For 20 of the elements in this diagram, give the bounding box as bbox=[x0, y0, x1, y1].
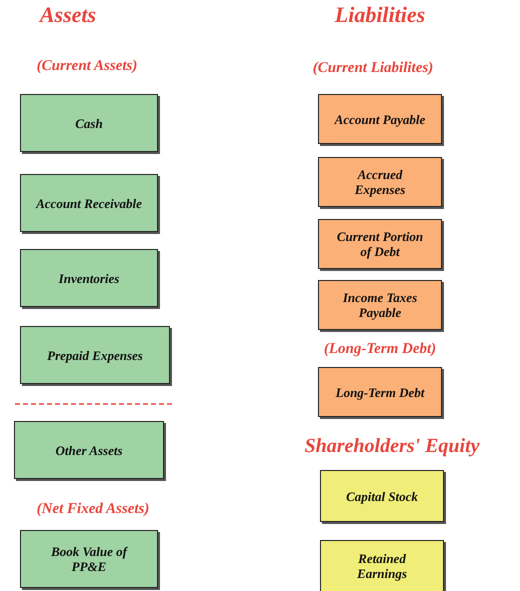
account-box: Other Assets bbox=[14, 421, 164, 479]
section-heading: Shareholders' Equity bbox=[304, 435, 480, 458]
account-box: Prepaid Expenses bbox=[20, 326, 170, 384]
account-box: Book Value of PP&E bbox=[20, 530, 158, 588]
page-heading: Assets bbox=[40, 2, 96, 28]
account-box: Account Receivable bbox=[20, 174, 158, 232]
account-box: Cash bbox=[20, 94, 158, 152]
section-label: (Net Fixed Assets) bbox=[36, 501, 150, 518]
account-box: Current Portion of Debt bbox=[318, 219, 442, 269]
account-box: Retained Earnings bbox=[320, 540, 444, 591]
account-box: Accrued Expenses bbox=[318, 157, 442, 207]
account-box: Capital Stock bbox=[320, 470, 444, 522]
page-heading: Liabilities bbox=[334, 2, 426, 28]
section-label: (Current Liabilites) bbox=[312, 60, 434, 77]
account-box: Income Taxes Payable bbox=[318, 280, 442, 330]
section-label: (Long-Term Debt) bbox=[324, 341, 436, 358]
section-label: (Current Assets) bbox=[36, 58, 138, 75]
account-box: Account Payable bbox=[318, 94, 442, 144]
account-box: Long-Term Debt bbox=[318, 367, 442, 417]
account-box: Inventories bbox=[20, 249, 158, 307]
